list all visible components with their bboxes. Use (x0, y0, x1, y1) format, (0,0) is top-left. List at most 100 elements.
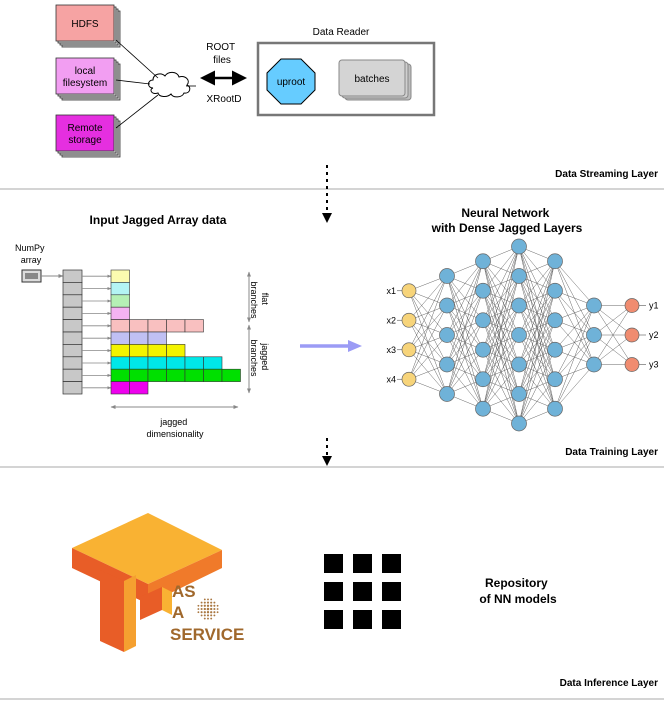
repository-label: Repository of NN models (479, 576, 557, 606)
service-a-label: A (172, 603, 184, 622)
hidden-node (439, 327, 455, 343)
root-files-label: ROOT files (206, 42, 238, 66)
hidden-node (547, 253, 563, 270)
jagged-cell (129, 368, 149, 382)
flow-arrow-2 (322, 438, 332, 466)
input-label: x3 (386, 345, 396, 355)
output-label: y2 (649, 330, 659, 340)
models-grid-icon (324, 554, 401, 629)
output-label: y3 (649, 360, 659, 370)
hidden-node (511, 327, 527, 343)
hidden-node (439, 297, 455, 314)
hidden-node (586, 327, 602, 343)
source-label: HDFS (71, 19, 99, 30)
jagged-cell (129, 344, 149, 358)
hidden-node (439, 356, 455, 373)
batches-label: batches (354, 74, 389, 85)
jagged-cell (110, 282, 130, 296)
hidden-node (586, 297, 602, 314)
hidden-node (547, 341, 563, 358)
output-node (624, 298, 640, 313)
output-label: y1 (649, 301, 659, 311)
hidden-node (511, 297, 527, 314)
source-box-0: HDFS (55, 4, 121, 48)
model-tile (324, 610, 343, 629)
jagged-cell (166, 344, 186, 358)
offset-cell (62, 344, 83, 358)
flow-arrow-1 (322, 165, 332, 223)
streaming-layer-label: Data Streaming Layer (555, 169, 658, 180)
offset-cell (62, 331, 83, 345)
jagged-cell (166, 368, 186, 382)
jagged-cell (110, 294, 130, 308)
hidden-node (475, 253, 491, 270)
jagged-cell (129, 319, 149, 333)
jagged-cell (203, 368, 223, 382)
hidden-node (511, 268, 527, 284)
jagged-cell (129, 381, 149, 395)
hidden-node (586, 356, 602, 373)
to-network-arrow (300, 340, 362, 352)
input-node (401, 283, 417, 299)
offset-cell (62, 356, 83, 370)
hidden-node (547, 312, 563, 329)
uproot-octagon (266, 58, 316, 105)
offset-cell (62, 368, 83, 382)
input-label: x4 (386, 374, 396, 384)
offset-cell (62, 381, 83, 395)
model-tile (324, 554, 343, 573)
output-node (624, 357, 640, 372)
hidden-node (511, 238, 527, 255)
dotted-emblem-icon (197, 598, 219, 620)
offset-cell (62, 269, 83, 283)
hidden-node (511, 386, 527, 402)
network-cloud-icon (148, 71, 191, 98)
model-tile (353, 582, 372, 601)
source-label: local (75, 66, 96, 77)
jagged-cell (147, 356, 167, 370)
jagged-cell (166, 356, 186, 370)
jagged-cell (147, 331, 167, 345)
xrootd-label: XRootD (206, 94, 241, 105)
offset-cell (62, 282, 83, 296)
source-label: filesystem (63, 78, 107, 89)
hidden-node (439, 386, 455, 402)
input-node (401, 312, 417, 328)
jagged-cell (147, 319, 167, 333)
jagged-cell (110, 269, 130, 283)
inference-layer-label: Data Inference Layer (560, 678, 658, 689)
jagged-cell (110, 368, 130, 382)
uproot-label: uproot (277, 77, 306, 88)
hidden-node (547, 400, 563, 417)
service-label: SERVICE (170, 625, 244, 644)
input-node (401, 342, 417, 358)
jagged-cell (110, 319, 130, 333)
jagged-cell (129, 331, 149, 345)
flat-branches-label: flat branches (249, 281, 270, 319)
jagged-branches-label: jagged branches (249, 339, 270, 377)
jagged-array-title: Input Jagged Array data (90, 213, 227, 227)
jagged-cell (110, 306, 130, 320)
model-tile (324, 582, 343, 601)
data-reader-title: Data Reader (313, 27, 370, 38)
jagged-cell (110, 344, 130, 358)
jagged-cell (110, 331, 130, 345)
hidden-node (475, 341, 491, 358)
offset-cell (62, 294, 83, 308)
offset-cell (62, 306, 83, 320)
hidden-node (475, 371, 491, 388)
neural-network-title: Neural Network with Dense Jagged Layers (431, 206, 583, 235)
jagged-cell (147, 344, 167, 358)
training-layer: Input Jagged Array data NumPy array flat… (0, 206, 664, 468)
jagged-cell (129, 356, 149, 370)
model-tile (382, 582, 401, 601)
training-layer-label: Data Training Layer (565, 447, 658, 458)
jagged-cell (203, 356, 223, 370)
hidden-node (475, 282, 491, 299)
jagged-cell (184, 319, 204, 333)
service-as-label: AS (172, 582, 196, 601)
